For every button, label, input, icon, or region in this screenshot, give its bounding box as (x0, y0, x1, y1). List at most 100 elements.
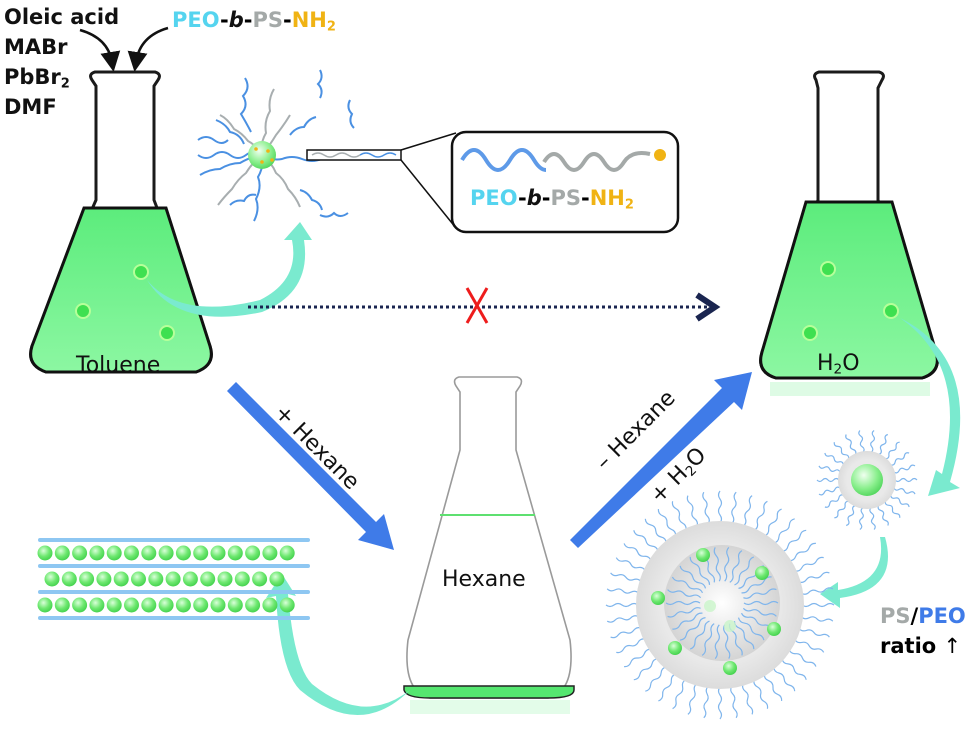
up-arrow-icon: ↑ (943, 634, 962, 658)
nanocrystal-dot (44, 571, 60, 587)
peo-inner-chain (689, 620, 710, 650)
peo-outer-chain (730, 685, 738, 719)
peo-outer-chain (610, 572, 642, 583)
nanocrystal-dot (175, 545, 191, 561)
direct-transfer-blocked (248, 287, 721, 324)
hexane-sediment (403, 685, 575, 699)
peo-outer-chain (788, 542, 816, 562)
nanocrystal-dot (279, 545, 295, 561)
nanocrystal-dot (37, 597, 53, 613)
reagent-pbbr2: PbBr2 (4, 65, 70, 92)
peo-corona-chain (884, 501, 901, 518)
peo-inner-chain (740, 612, 773, 630)
polymer-label-top: PEO-b-PS-NH2 (172, 8, 336, 35)
zoom-callout (306, 130, 680, 234)
lamellar-layer-line (38, 564, 310, 568)
peo-outer-chain (764, 508, 782, 537)
nanocrystal-dot (269, 571, 285, 587)
peo-corona-chain (893, 464, 916, 474)
peo-outer-chain (633, 530, 659, 552)
peo-outer-chain (671, 501, 687, 531)
peo-inner-chain (737, 617, 765, 641)
vesicle (605, 490, 835, 720)
peo-outer-chain (702, 491, 710, 525)
peo-outer-chain (742, 495, 753, 527)
nanocrystal-dot (262, 545, 278, 561)
peo-outer-chain (672, 679, 687, 710)
peo-inner-chain (689, 556, 711, 585)
peo-corona-chain (818, 465, 841, 473)
peo-outer-chain (606, 588, 640, 594)
peo-outer-chain (616, 638, 646, 654)
peo-outer-chain (753, 679, 769, 709)
peo-outer-chain (800, 587, 834, 595)
nanocrystal-dot (175, 597, 191, 613)
peo-outer-chain (615, 557, 646, 572)
remove-hexane-arrow (570, 372, 752, 548)
reagent-list: Oleic acid MABr PbBr2 DMF (4, 2, 119, 122)
nanocrystal-dot (227, 597, 243, 613)
peo-inner-chain (734, 556, 755, 586)
toluene-to-nanocrystal-arrow (147, 222, 312, 317)
peo-corona-chain (845, 434, 857, 455)
peo-inner-chain (733, 621, 755, 650)
nanocrystal-dot (96, 571, 112, 587)
lumen-nanocrystal (704, 600, 716, 612)
peo-inner-chain (714, 624, 720, 660)
peo-corona-chain (890, 494, 910, 508)
reagent-dmf: DMF (4, 95, 57, 119)
peo-outer-chain (800, 616, 834, 622)
peo-outer-chain (644, 518, 667, 544)
peo-outer-chain (781, 658, 807, 680)
peo-outer-chain (657, 509, 677, 537)
peo-outer-chain (763, 673, 783, 701)
peo-inner-chain (729, 550, 743, 583)
peo-inner-chain (680, 617, 706, 641)
peo-outer-chain (798, 627, 830, 638)
nanocrystal-dot (165, 571, 181, 587)
nanocrystal-dot (131, 571, 146, 587)
peo-outer-chain (773, 666, 796, 692)
blocked-x-mark (465, 287, 489, 324)
micelle-to-vesicle-arrow (820, 537, 888, 608)
peo-corona-chain (824, 494, 844, 508)
peo-corona-chain (893, 487, 916, 495)
polymer-callout-box (450, 130, 680, 234)
peo-inner-chain (665, 600, 701, 606)
nanocrystal-dot (72, 545, 88, 561)
peo-outer-chain (645, 666, 667, 692)
peo-outer-chain (703, 685, 709, 719)
water-to-micelle-arrow (900, 318, 961, 496)
peo-corona-chain (870, 430, 876, 453)
peo-inner-chain (671, 576, 704, 594)
peo-outer-chain (605, 602, 639, 608)
nanocrystal-dot (106, 545, 122, 561)
polymer-label-callout: PEO-b-PS-NH2 (470, 186, 634, 213)
lamellar-layer-line (38, 590, 310, 594)
nanocrystal-dot (89, 545, 105, 561)
small-micelle (816, 430, 918, 530)
peo-corona-chain (818, 486, 841, 496)
peo-corona-chain (833, 442, 850, 459)
reagent-arrow-right (127, 26, 169, 72)
nanocrystal-dot (262, 597, 278, 613)
nanocrystal-dot (54, 545, 70, 561)
ratio-note-line1: PS/PEO (880, 604, 966, 628)
nanocrystal-dot (227, 545, 243, 561)
peo-outer-chain (658, 673, 676, 702)
lumen-nanocrystal (724, 620, 736, 632)
nanocrystal-dot (234, 571, 250, 587)
membrane-nanocrystal (723, 661, 737, 675)
nanocrystal-dot (141, 597, 157, 613)
nanocrystal-dot (79, 571, 95, 587)
nanocrystal-dot (193, 597, 209, 613)
peo-outer-chain (794, 556, 824, 572)
peo-outer-chain (687, 683, 698, 715)
peo-outer-chain (801, 602, 835, 608)
nanocrystal-dot (54, 597, 70, 613)
peo-inner-chain (672, 612, 703, 630)
membrane-nanocrystal (755, 566, 769, 580)
nanocrystal-dot (217, 571, 233, 587)
